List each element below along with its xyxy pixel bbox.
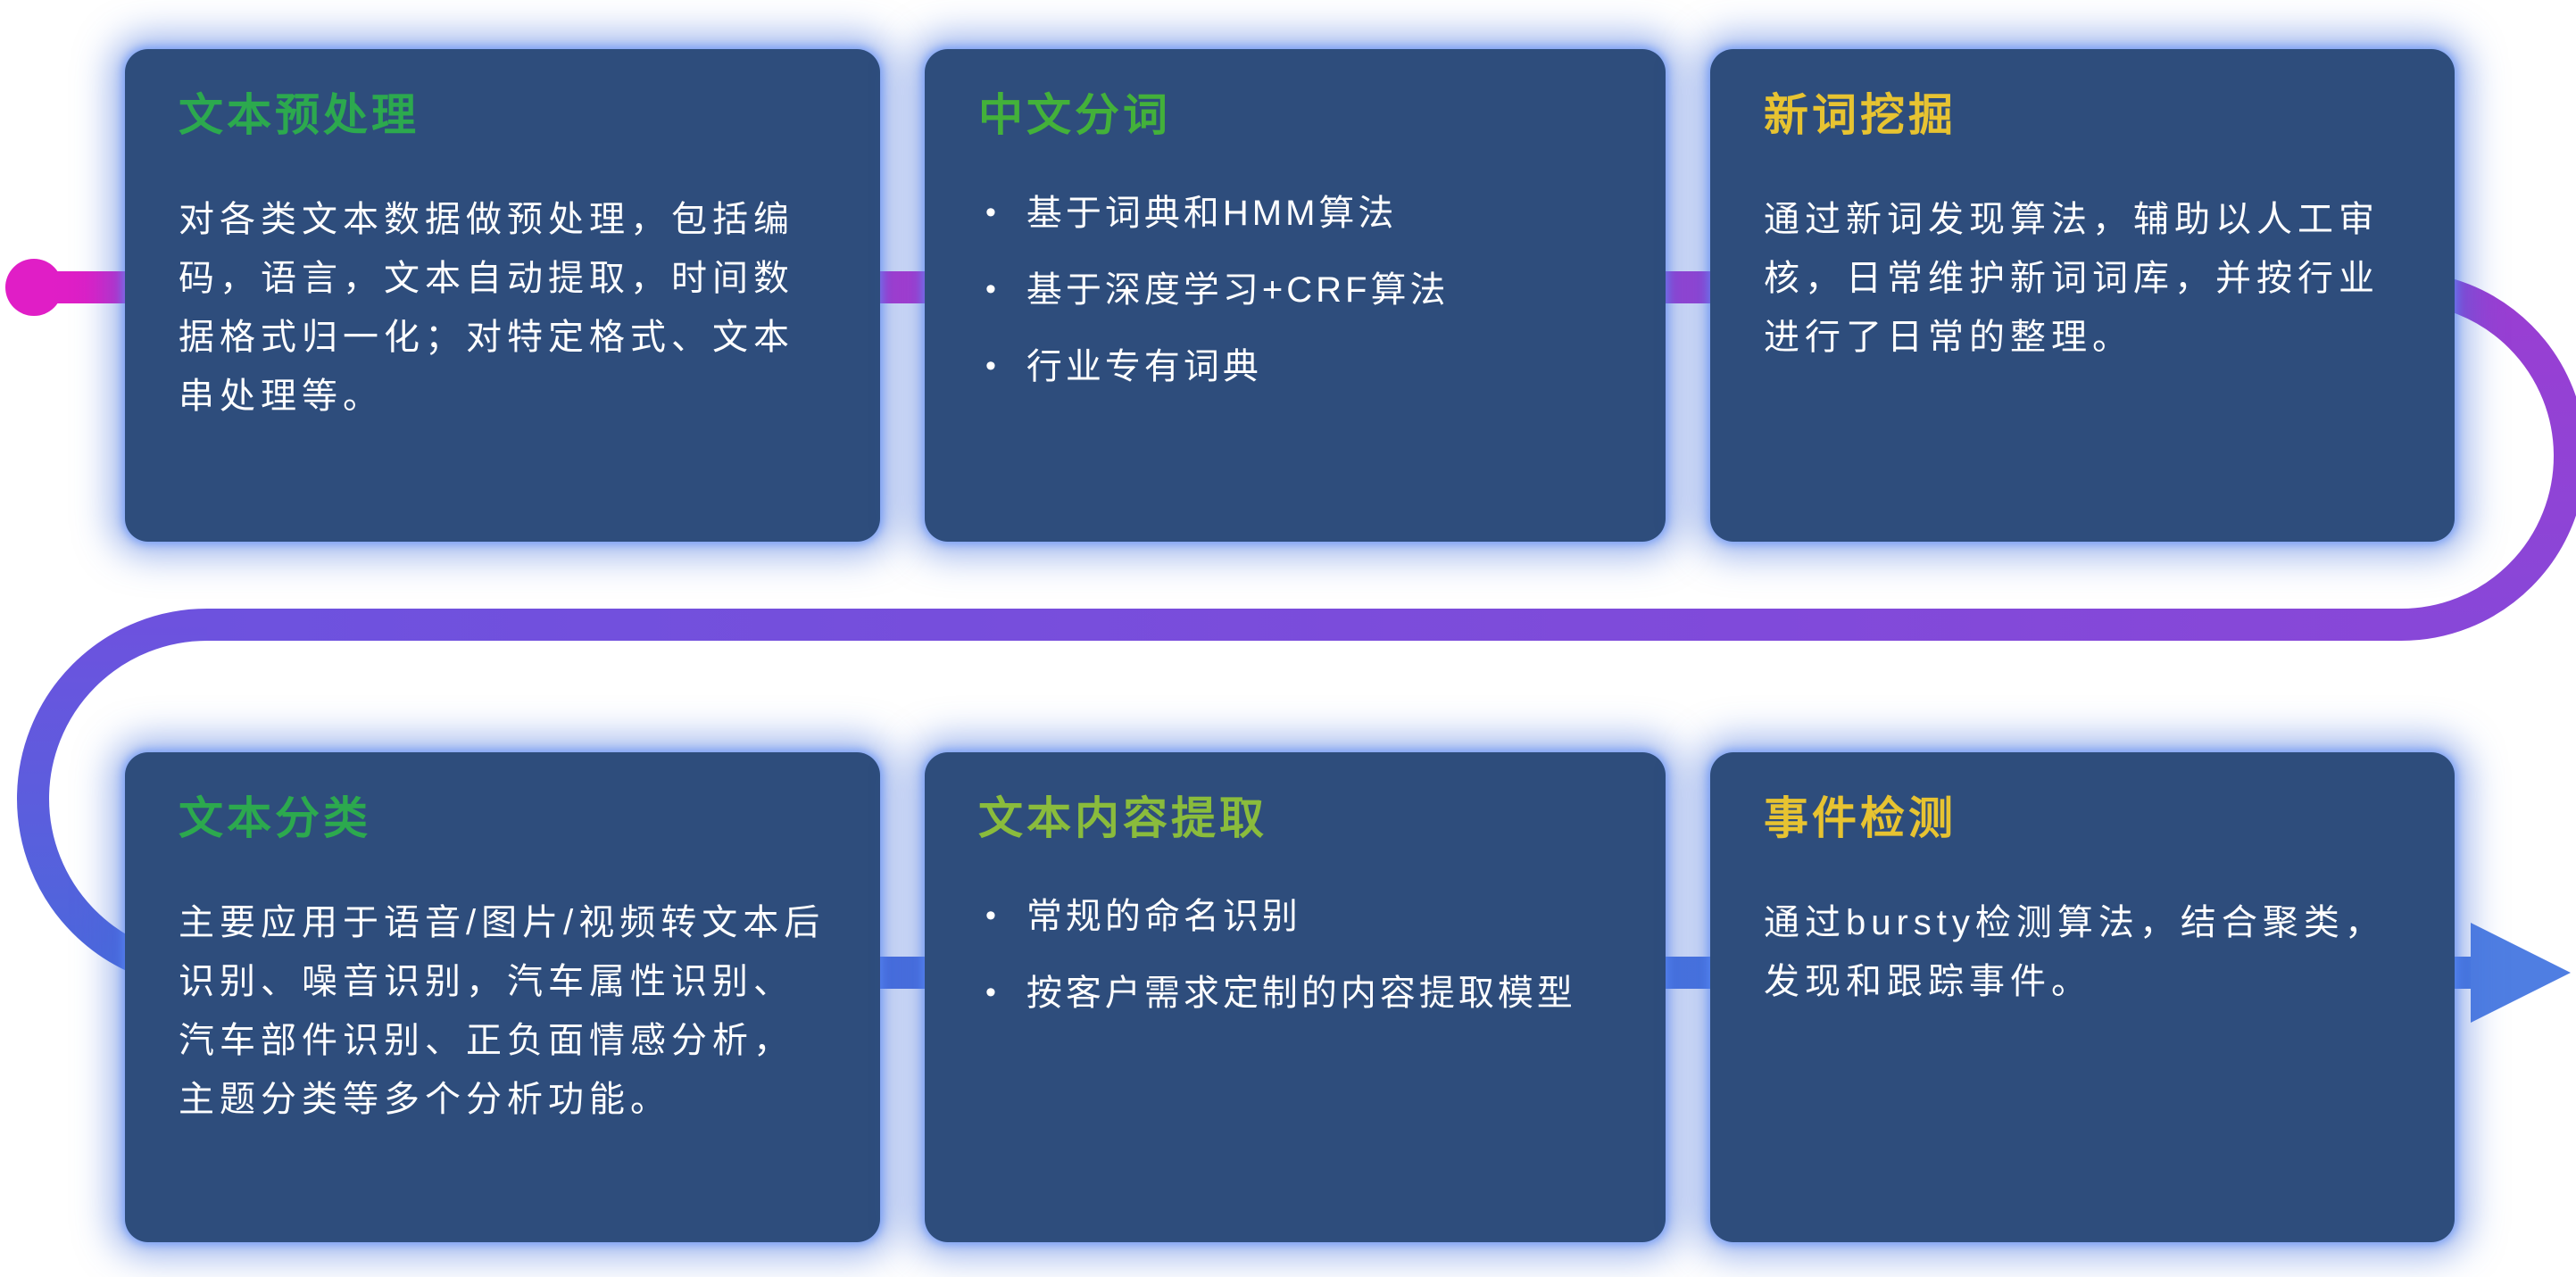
card-title: 文本分类 xyxy=(179,793,371,843)
card-bullet-list: • 常规的命名识别 • 按客户需求定制的内容提取模型 xyxy=(978,893,1612,1016)
bullet-text: 按客户需求定制的内容提取模型 xyxy=(1026,974,1576,1013)
card-event-detection: 事件检测 通过bursty检测算法，结合聚类，发现和跟踪事件。 xyxy=(1710,752,2455,1242)
bullet-item: • 基于词典和HMM算法 xyxy=(985,190,1612,236)
card-body: 通过bursty检测算法，结合聚类，发现和跟踪事件。 xyxy=(1764,903,2386,1001)
card-chinese-word-segmentation: 中文分词 • 基于词典和HMM算法 • 基于深度学习+CRF算法 • 行业专有词… xyxy=(925,49,1666,542)
card-bullet-list: • 基于词典和HMM算法 • 基于深度学习+CRF算法 • 行业专有词典 xyxy=(978,190,1612,390)
bullet-text: 基于词典和HMM算法 xyxy=(1026,194,1398,233)
card-title: 文本内容提取 xyxy=(978,793,1267,843)
card-title: 文本预处理 xyxy=(179,90,420,140)
bullet-item: • 按客户需求定制的内容提取模型 xyxy=(985,970,1612,1016)
card-body: 主要应用于语音/图片/视频转文本后识别、噪音识别，汽车属性识别、汽车部件识别、正… xyxy=(179,903,826,1119)
card-text-content-extraction: 文本内容提取 • 常规的命名识别 • 按客户需求定制的内容提取模型 xyxy=(925,752,1666,1242)
card-new-word-mining: 新词挖掘 通过新词发现算法，辅助以人工审核，日常维护新词词库，并按行业进行了日常… xyxy=(1710,49,2455,542)
flow-right-curve xyxy=(2400,271,2576,641)
card-body: 通过新词发现算法，辅助以人工审核，日常维护新词词库，并按行业进行了日常的整理。 xyxy=(1764,200,2380,357)
card-title: 新词挖掘 xyxy=(1764,90,1957,140)
bullet-icon: • xyxy=(985,899,1000,933)
bullet-icon: • xyxy=(985,272,1000,306)
bullet-text: 行业专有词典 xyxy=(1026,347,1262,386)
bullet-icon: • xyxy=(985,195,1000,229)
bullet-item: • 行业专有词典 xyxy=(985,344,1612,390)
bullet-text: 基于深度学习+CRF算法 xyxy=(1026,270,1450,310)
card-title: 中文分词 xyxy=(978,90,1171,140)
bullet-item: • 常规的命名识别 xyxy=(985,893,1612,940)
card-text-preprocessing: 文本预处理 对各类文本数据做预处理，包括编码，语言，文本自动提取，时间数据格式归… xyxy=(125,49,880,542)
card-text-classification: 文本分类 主要应用于语音/图片/视频转文本后识别、噪音识别，汽车属性识别、汽车部… xyxy=(125,752,880,1242)
bullet-item: • 基于深度学习+CRF算法 xyxy=(985,267,1612,313)
bullet-icon: • xyxy=(985,975,1000,1009)
bullet-text: 常规的命名识别 xyxy=(1026,897,1301,936)
flow-arrow-icon xyxy=(2471,923,2571,1023)
bullet-icon: • xyxy=(985,349,1000,383)
card-title: 事件检测 xyxy=(1764,793,1957,843)
card-body: 对各类文本数据做预处理，包括编码，语言，文本自动提取，时间数据格式归一化；对特定… xyxy=(179,200,794,416)
